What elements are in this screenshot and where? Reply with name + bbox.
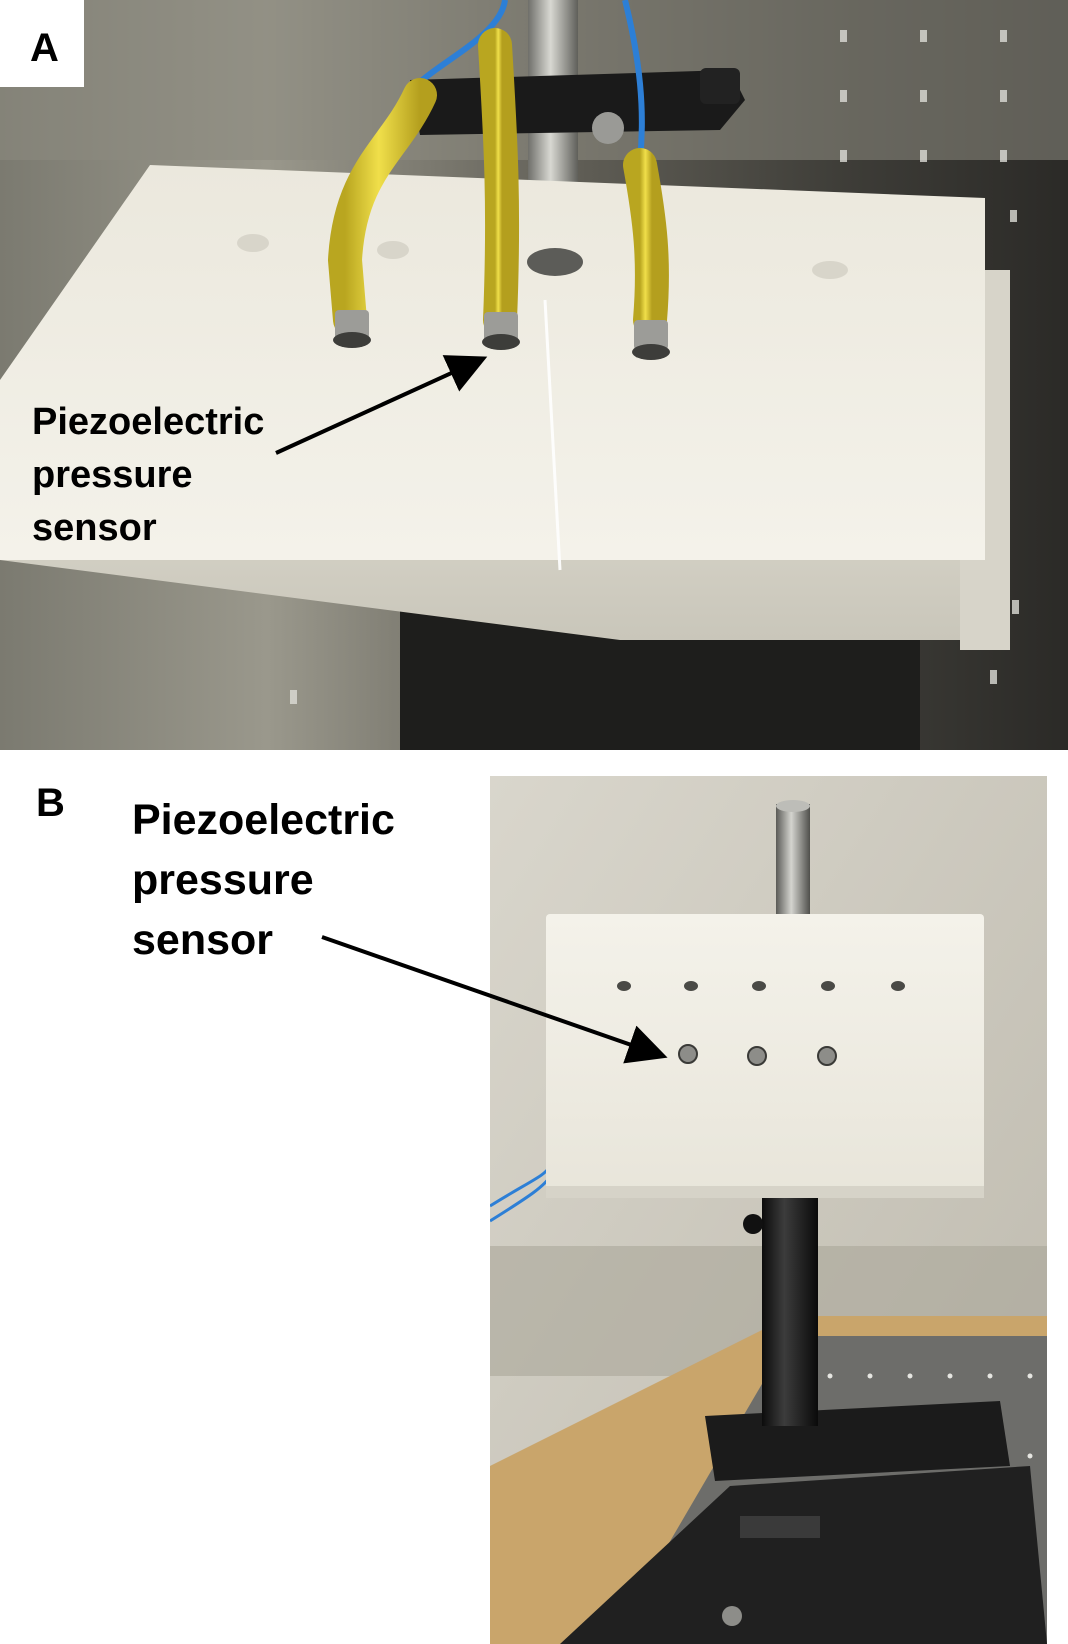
callout-a-line-3: sensor — [32, 507, 157, 549]
panel-letter-b: B — [36, 781, 65, 825]
callout-a-line-1: Piezoelectric — [32, 401, 265, 443]
callout-label-b: Piezoelectric pressure sensor — [132, 790, 395, 970]
callout-a-line-2: pressure — [32, 454, 193, 496]
panel-label-box-a — [0, 0, 84, 87]
panel-letter-a: A — [30, 26, 59, 70]
callout-b-line-3: sensor — [132, 916, 274, 964]
photo-panel-a — [0, 0, 1068, 750]
sensor-plate-photo-b — [490, 776, 1047, 1644]
callout-b-line-2: pressure — [132, 856, 314, 904]
sensor-plate-photo-a — [0, 0, 1068, 750]
callout-b-line-1: Piezoelectric — [132, 796, 395, 844]
photo-panel-b — [490, 776, 1047, 1644]
callout-label-a: Piezoelectric pressure sensor — [32, 396, 264, 555]
